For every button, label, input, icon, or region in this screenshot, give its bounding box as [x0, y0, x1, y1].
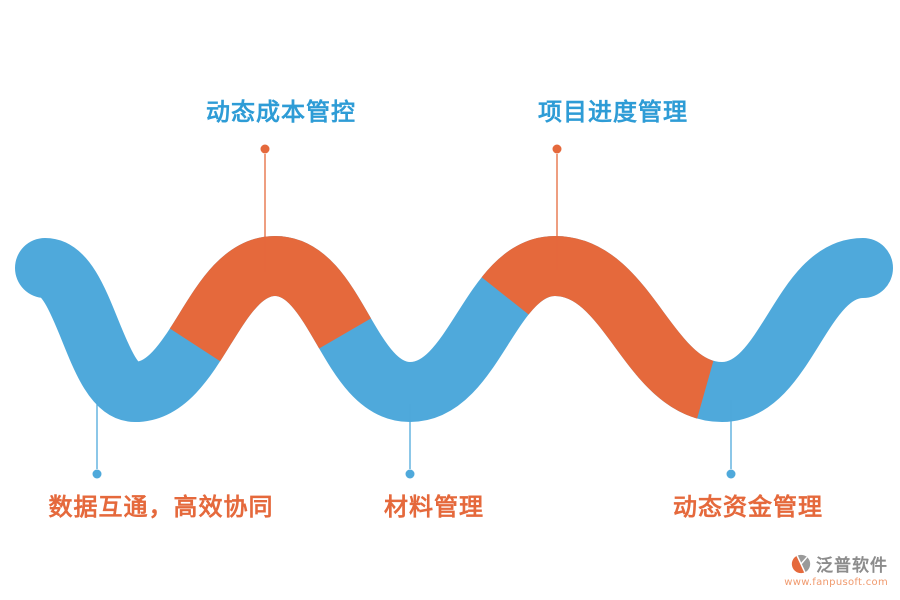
connector-bottom-1	[92, 398, 102, 479]
connector-dot	[260, 144, 270, 154]
connector-dot	[405, 469, 415, 479]
label-project-progress-management: 项目进度管理	[538, 98, 688, 126]
fanpu-logo-icon	[791, 554, 811, 573]
fanpu-watermark: 泛普软件 www.fanpusoft.com	[758, 551, 888, 588]
connector-dot	[726, 469, 736, 479]
connector-top-1	[260, 144, 270, 272]
logo-company-name: 泛普软件	[816, 556, 888, 576]
logo-website-url: www.fanpusoft.com	[784, 577, 888, 588]
label-dynamic-fund-management: 动态资金管理	[673, 493, 823, 521]
connector-bottom-3	[726, 400, 736, 479]
label-material-management: 材料管理	[384, 493, 484, 521]
connector-dot	[552, 144, 562, 154]
connector-dot	[92, 469, 102, 479]
wave-ribbon-blue	[15, 235, 893, 423]
connector-bottom-2	[405, 404, 415, 479]
label-dynamic-cost-control: 动态成本管控	[206, 98, 356, 126]
connector-top-2	[552, 144, 562, 270]
label-data-interoperability: 数据互通，高效协同	[48, 493, 274, 521]
wave-ribbon	[15, 235, 893, 423]
